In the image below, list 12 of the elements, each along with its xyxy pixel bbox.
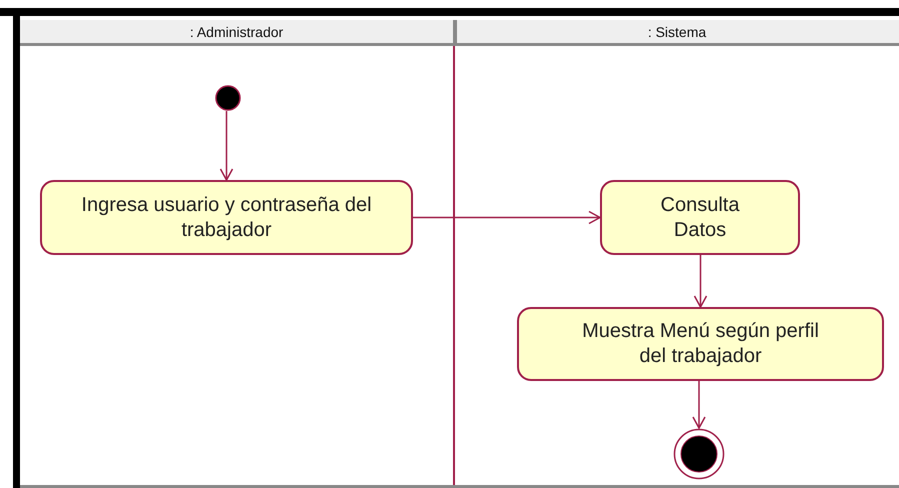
swimlane-header: : Administrador bbox=[20, 20, 453, 46]
swimlane bbox=[20, 20, 455, 486]
arrow bbox=[694, 255, 708, 308]
activity-box: Ingresa usuario y contraseña del trabajador bbox=[40, 180, 413, 255]
activity-box: Consulta Datos bbox=[600, 180, 800, 255]
arrow bbox=[220, 111, 234, 181]
activity-box: Muestra Menú según perfil del trabajador bbox=[517, 307, 884, 381]
arrow bbox=[413, 210, 601, 224]
arrow bbox=[692, 381, 706, 429]
initial-state bbox=[215, 85, 241, 111]
swimlane-header: : Sistema bbox=[455, 20, 899, 46]
final-state bbox=[673, 428, 725, 480]
